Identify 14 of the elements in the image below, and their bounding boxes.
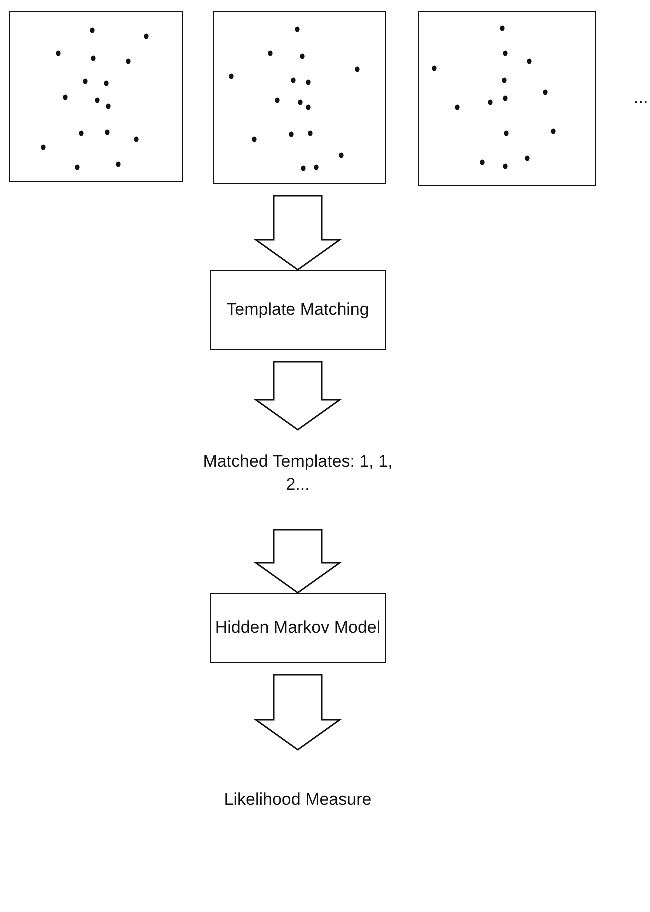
process-box xyxy=(210,270,386,350)
block-arrow xyxy=(254,195,342,271)
picture xyxy=(213,11,386,184)
node-text: Template Matching xyxy=(226,298,370,321)
node-text: Hidden Markov Model xyxy=(215,616,381,639)
continuation-dots: ... xyxy=(634,88,648,108)
block-arrow xyxy=(254,361,342,431)
block-arrow xyxy=(254,674,342,751)
process-box xyxy=(210,593,386,663)
picture xyxy=(9,11,183,182)
picture xyxy=(418,11,596,186)
node-text: Matched Templates: 1, 1, 2... xyxy=(202,451,394,496)
node-text: Likelihood Measure xyxy=(224,788,372,811)
block-arrow xyxy=(254,529,342,594)
